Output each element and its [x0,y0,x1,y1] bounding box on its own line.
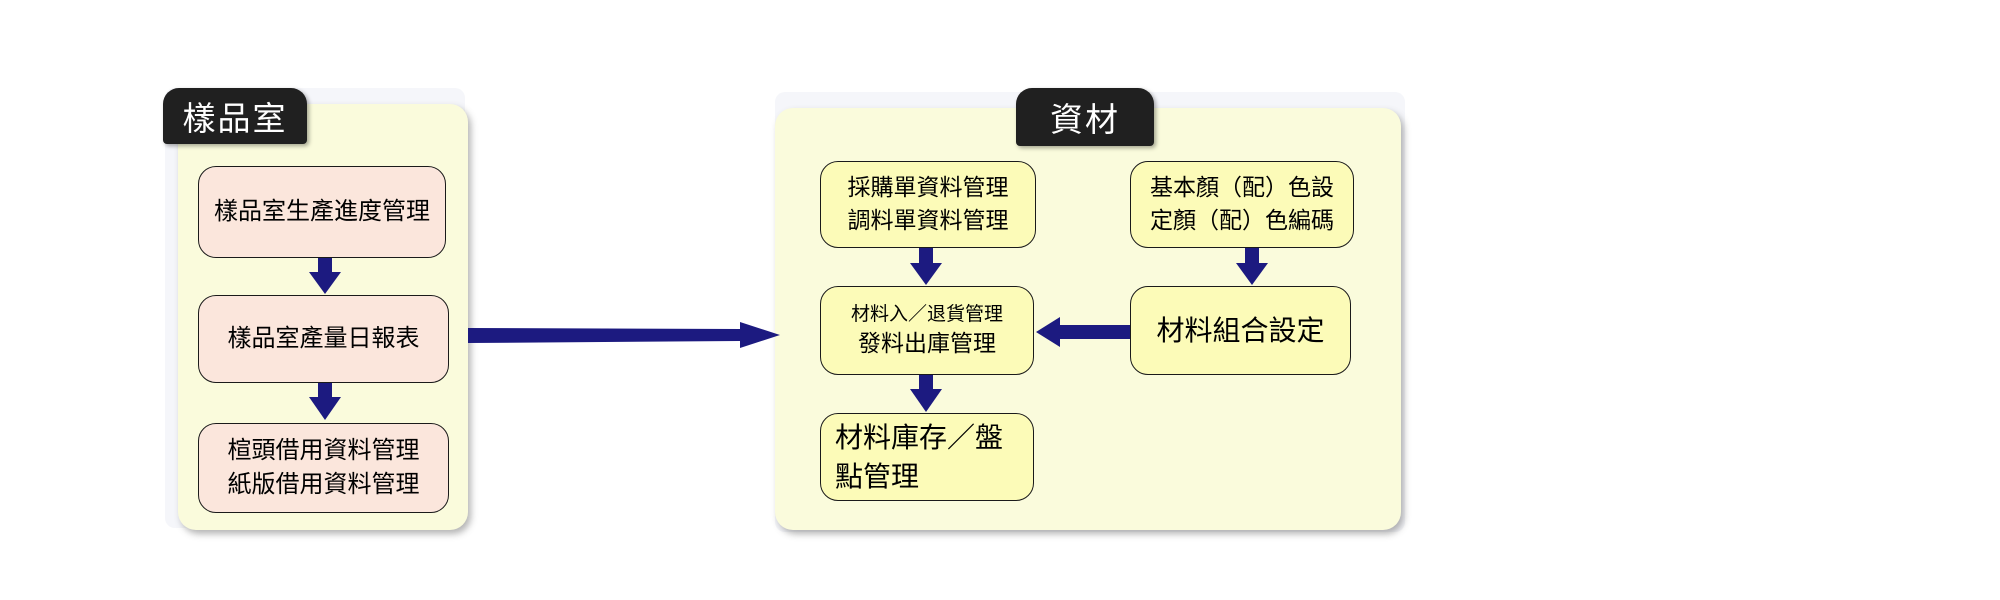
box-line: 發料出庫管理 [858,330,996,357]
box-line: 紙版借用資料管理 [227,470,420,498]
box-line: 材料庫存／盤 [835,420,1004,454]
arrow-progress-to-daily [318,258,332,276]
color-setting-box[interactable]: 基本顏（配）色設 定顏（配）色編碼 [1130,161,1354,248]
box-line: 定顏（配）色編碼 [1150,207,1334,234]
arrow-daily-to-lending [318,383,332,401]
last-paper-lending-box[interactable]: 楦頭借用資料管理 紙版借用資料管理 [198,423,449,513]
material-combination-box[interactable]: 材料組合設定 [1130,286,1351,375]
box-line: 樣品室生產進度管理 [214,197,430,226]
arrow-color-to-combination [1245,248,1259,266]
sample-room-title: 樣品室 [163,88,307,144]
box-line: 楦頭借用資料管理 [227,436,420,465]
materials-title: 資材 [1016,88,1154,146]
purchase-order-box[interactable]: 採購單資料管理 調料單資料管理 [820,161,1036,248]
arrow-purchase-to-inout [919,248,933,266]
material-inventory-box[interactable]: 材料庫存／盤 點管理 [820,413,1034,501]
box-line: 樣品室產量日報表 [227,324,420,353]
arrow-inout-to-inventory [919,375,933,392]
box-line: 採購單資料管理 [847,175,1009,202]
sample-daily-output-box[interactable]: 樣品室產量日報表 [198,295,449,383]
material-inout-box[interactable]: 材料入／退貨管理 發料出庫管理 [820,286,1034,375]
box-line: 點管理 [835,460,920,493]
sample-progress-box[interactable]: 樣品室生產進度管理 [198,166,446,258]
arrow-sample-to-materials [468,322,780,348]
box-line: 材料組合設定 [1156,313,1325,347]
box-line: 基本顏（配）色設 [1150,175,1334,202]
arrow-combination-to-inout [1058,325,1130,339]
box-line: 調料單資料管理 [847,207,1009,234]
box-line: 材料入／退貨管理 [850,303,1003,326]
